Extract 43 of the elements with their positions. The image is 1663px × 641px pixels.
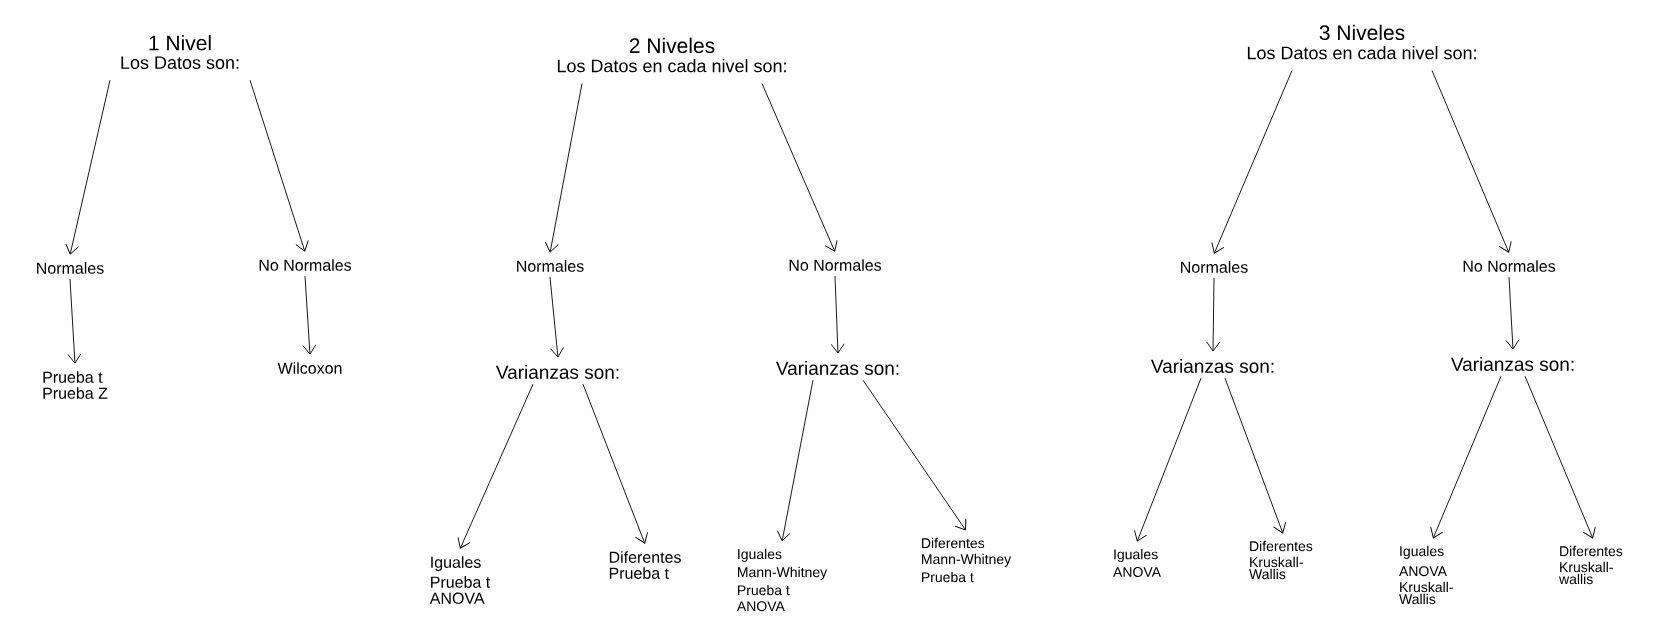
arrow bbox=[1524, 375, 1596, 539]
branch-label: Varianzas son: bbox=[1150, 359, 1274, 373]
branch-label: Varianzas son: bbox=[775, 361, 899, 375]
branch-label: Normales bbox=[37, 262, 104, 274]
arrow bbox=[1134, 377, 1202, 542]
branch-label: Varianzas son: bbox=[1450, 357, 1574, 371]
result-label: Diferentes Mann-Whitney Prueba t bbox=[922, 537, 1012, 583]
arrow bbox=[830, 275, 845, 354]
level-heading: 2 Niveles Los Datos en cada nivel son: bbox=[557, 37, 786, 73]
arrow bbox=[1206, 277, 1221, 352]
arrow bbox=[544, 83, 583, 253]
arrow bbox=[1505, 276, 1520, 350]
arrow bbox=[302, 275, 317, 355]
result-label: Wilcoxon bbox=[277, 362, 342, 374]
branch-label: No Normales bbox=[1463, 260, 1556, 272]
branch-label: No Normales bbox=[789, 259, 882, 271]
branch-label: Normales bbox=[1181, 261, 1248, 273]
result-label: Iguales ANOVA Kruskall-Wallis bbox=[1399, 545, 1453, 605]
branch-label: Varianzas son: bbox=[495, 365, 619, 379]
arrow bbox=[1211, 70, 1293, 254]
arrow bbox=[549, 276, 564, 358]
result-label: Diferentes Kruskall-Wallis bbox=[1249, 540, 1313, 580]
arrow bbox=[761, 83, 838, 252]
level-heading: 3 Niveles Los Datos en cada nivel son: bbox=[1247, 24, 1476, 60]
result-label: Iguales Mann-Whitney Prueba t ANOVA bbox=[736, 548, 828, 612]
arrow bbox=[1431, 70, 1512, 253]
level-heading: 1 Nivel Los Datos son: bbox=[121, 35, 239, 69]
arrow bbox=[65, 79, 111, 255]
branch-label: Normales bbox=[517, 260, 584, 272]
result-label: Diferentes Kruskall-wallis bbox=[1559, 545, 1623, 585]
arrow bbox=[457, 383, 534, 549]
result-label: Iguales Prueba t ANOVA bbox=[429, 556, 491, 604]
result-label: Prueba t Prueba Z bbox=[43, 371, 108, 399]
result-label: Iguales ANOVA bbox=[1113, 549, 1161, 577]
arrow bbox=[1430, 375, 1502, 539]
result-label: Diferentes Prueba t bbox=[609, 551, 681, 579]
arrow bbox=[67, 278, 82, 364]
arrow bbox=[1224, 377, 1287, 534]
arrow bbox=[862, 379, 967, 531]
branch-label: No Normales bbox=[259, 259, 352, 271]
arrow bbox=[777, 379, 814, 542]
arrow bbox=[582, 383, 648, 544]
arrow bbox=[249, 79, 309, 252]
